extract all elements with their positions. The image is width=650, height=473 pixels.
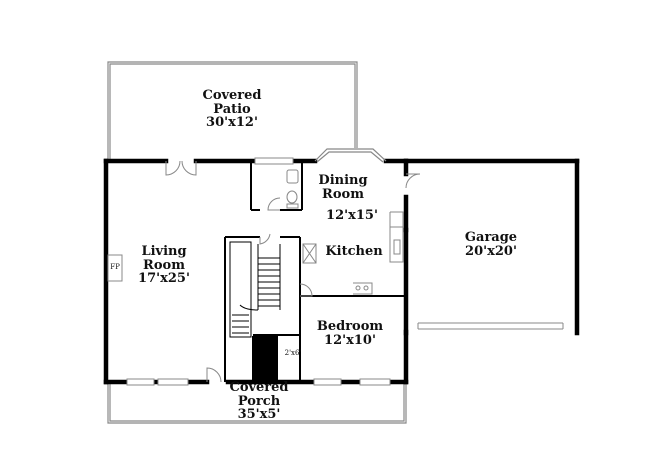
bedroom-label: Bedroom 12'x10' xyxy=(317,320,383,347)
covered-porch-label: Covered Porch 35'x5' xyxy=(229,381,288,422)
stairs xyxy=(229,241,281,338)
covered-porch-name-2: Porch xyxy=(237,393,281,409)
interior-walls xyxy=(224,161,406,382)
dining-room-name-2: Room xyxy=(322,186,364,202)
covered-porch-outline xyxy=(107,382,407,424)
living-room-name-2: Room xyxy=(143,257,185,273)
fireplace-label: FP xyxy=(110,263,120,271)
closet-size: 2'x6' xyxy=(284,349,302,357)
doors xyxy=(165,160,421,383)
covered-patio-size: 30'x12' xyxy=(206,115,258,131)
kitchen-counters xyxy=(302,211,404,295)
living-room-label: Living Room 17'x25' xyxy=(138,245,190,286)
bay-window xyxy=(314,148,387,163)
covered-patio-name-1: Covered xyxy=(202,88,262,103)
bedroom-size: 12'x10' xyxy=(324,332,376,348)
bedroom-name: Bedroom xyxy=(316,319,384,334)
living-room-name-1: Living xyxy=(141,244,187,259)
dining-room-name-1: Dining xyxy=(318,173,368,188)
closet-dark xyxy=(252,336,278,380)
covered-patio-name-2: Patio xyxy=(213,101,251,117)
covered-porch-name-1: Covered xyxy=(229,380,289,395)
garage-door xyxy=(417,322,564,330)
dining-room-label: Dining Room xyxy=(318,174,367,201)
kitchen-label: Kitchen xyxy=(325,244,383,259)
windows xyxy=(126,157,391,386)
garage-size: 20'x20' xyxy=(465,243,517,259)
exterior-walls xyxy=(103,158,409,385)
garage-walls xyxy=(403,158,580,336)
fireplace xyxy=(107,254,123,282)
living-room-size: 17'x25' xyxy=(138,271,190,287)
garage-label: Garage 20'x20' xyxy=(465,231,517,258)
covered-patio-outline xyxy=(107,61,358,160)
garage-name: Garage xyxy=(464,230,518,245)
dining-room-size: 12'x15' xyxy=(326,208,378,223)
covered-patio-label: Covered Patio 30'x12' xyxy=(202,89,261,130)
bathroom-fixtures xyxy=(286,169,299,209)
covered-porch-size: 35'x5' xyxy=(237,407,281,423)
